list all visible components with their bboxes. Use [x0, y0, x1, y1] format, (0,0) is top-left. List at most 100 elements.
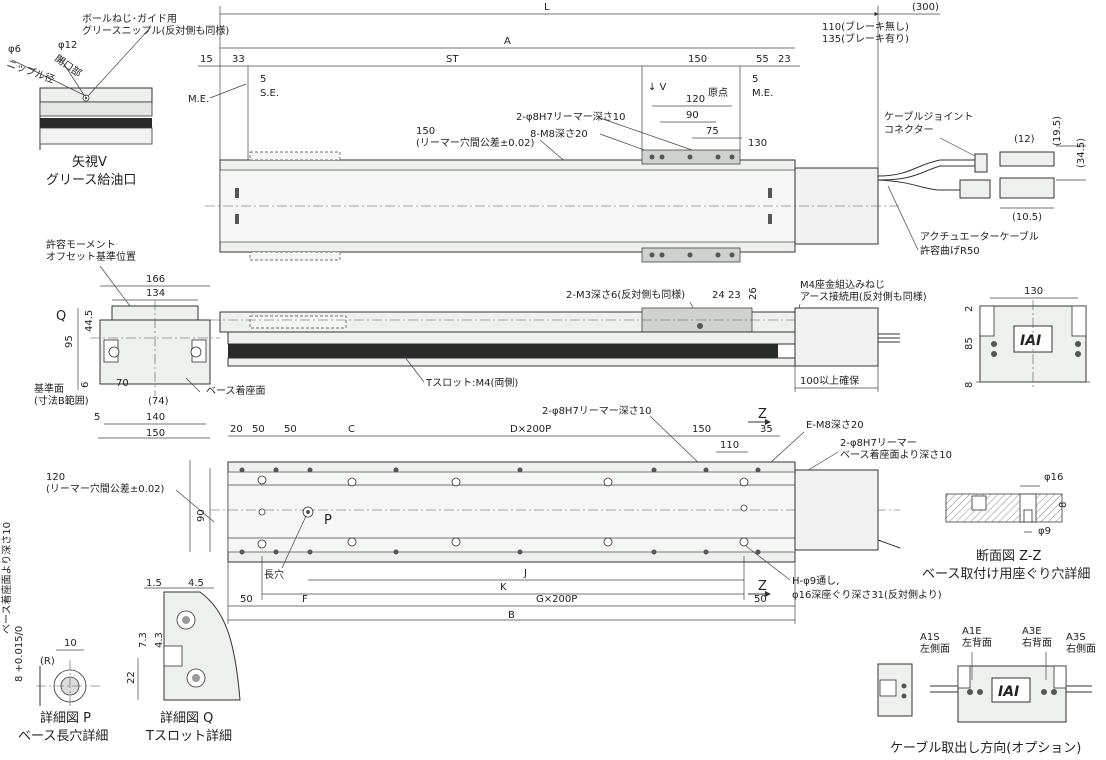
dim-95: 95 — [64, 335, 75, 348]
dim-120: 120 — [686, 94, 705, 105]
me-right-label: M.E. — [752, 88, 773, 99]
dim-44-5: 44.5 — [84, 310, 95, 332]
m4-label: M4座金組込みねじ — [800, 278, 885, 291]
radius-label: (R) — [40, 656, 55, 667]
end-view-left: 許容モーメント オフセット基準位置 166 134 Q 44.5 95 6 70… — [34, 238, 266, 439]
section-zz: φ16 8 φ9 断面図 Z-Z ベース取付け用座ぐり穴詳細 — [922, 472, 1090, 582]
detail-q: 1.5 4.5 7.3 4.3 22 詳細図 Q Tスロット詳細 — [126, 578, 241, 744]
dim-B: B — [508, 610, 515, 621]
dim-300: (300) — [912, 2, 939, 13]
base-seat-label: ベース着座面 — [206, 384, 266, 397]
z-marker-bottom: Z — [758, 579, 767, 594]
m8-label: 8-M8深さ20 — [530, 128, 588, 140]
actuator-cable-label: アクチュエーターケーブル — [920, 230, 1039, 243]
dim-35: 35 — [760, 424, 773, 435]
a1e-label: A1E — [962, 626, 982, 637]
a3s-desc: 右側面 — [1066, 642, 1096, 655]
dim-23: 23 — [778, 54, 791, 65]
dim-150-bottom: 150 — [692, 424, 711, 435]
secure-label: 100以上確保 — [800, 374, 859, 387]
dim-150-side: 150 — [146, 428, 165, 439]
q-marker: Q — [56, 309, 66, 324]
dim-15: 15 — [200, 54, 213, 65]
m3-label: 2-M3深さ6(反対側も同様) — [566, 288, 685, 301]
dim-ST: ST — [446, 54, 459, 65]
dim-L: L — [544, 2, 550, 13]
hole-label-2: φ16深座ぐり深さ31(反対側より) — [792, 588, 942, 601]
dim-33: 33 — [232, 54, 245, 65]
dim-20: 20 — [230, 424, 243, 435]
dim-F: F — [302, 594, 308, 605]
dim-Dx200P: D×200P — [510, 424, 551, 435]
dim-12: (12) — [1014, 134, 1035, 145]
dim-J: J — [523, 568, 527, 579]
dim-5-right: 5 — [752, 74, 758, 85]
dim-5: 5 — [94, 412, 100, 423]
dim-4-3: 4.3 — [154, 632, 165, 648]
me-left-label: M.E. — [188, 94, 209, 105]
dim-1-5: 1.5 — [146, 578, 162, 589]
dim-50-a: 50 — [252, 424, 265, 435]
bottom-view: 2-φ8H7リーマー深さ10 Z 20 50 50 C D×200P 150 3… — [46, 405, 952, 624]
dim-150: 150 — [688, 54, 707, 65]
tol150-label: 150 — [416, 126, 435, 137]
detail-p-caption: 詳細図 P — [40, 710, 91, 726]
brake-none-label: 110(ブレーキ無し) — [822, 20, 909, 33]
dim-19-5: (19.5) — [1052, 116, 1063, 146]
end-view-right: 130 2 85 8 IAI — [964, 286, 1090, 390]
dim-10-5: (10.5) — [1012, 212, 1042, 223]
moment-label-2: オフセット基準位置 — [46, 250, 136, 263]
a1e-desc: 左背面 — [962, 636, 992, 649]
dim-75: 75 — [706, 126, 719, 137]
dim-K: K — [500, 582, 507, 593]
view-v-caption-2: グリース給油口 — [46, 173, 136, 188]
ref-surface-label: 基準面 — [34, 382, 64, 395]
reamer2-label-2: ベース着座面より深さ10 — [840, 448, 952, 461]
a1s-desc: 左側面 — [920, 642, 950, 655]
dim-90: 90 — [686, 110, 699, 121]
dim-6: 6 — [80, 382, 91, 388]
dim-10-detail: 10 — [64, 638, 77, 649]
phi12-label: φ12 — [58, 40, 77, 51]
dim-Gx200P: G×200P — [536, 594, 577, 605]
top-view: L (300) 110(ブレーキ無し) 135(ブレーキ有り) A 15 33 … — [188, 2, 1087, 263]
dim-74: (74) — [148, 396, 169, 407]
slot-label: 長穴 — [264, 568, 284, 581]
tol150-label-2: (リーマー穴間公差±0.02) — [416, 136, 535, 149]
detail-p-depth-label: ベース着座面より深さ10 — [0, 522, 13, 634]
dim-166: 166 — [146, 274, 165, 285]
detail-q-caption-2: Tスロット詳細 — [145, 728, 232, 744]
dim-130: 130 — [748, 138, 767, 149]
dim-50-b: 50 — [284, 424, 297, 435]
grease-nipple-label: ボールねじ･ガイド用 — [82, 13, 177, 25]
cable-joint-label-2: コネクター — [884, 124, 934, 136]
detail-p-tol: 8 +0.015/0 — [14, 626, 25, 682]
tslot-label: Tスロット:M4(両側) — [425, 376, 518, 389]
dim-23-side: 23 — [728, 290, 741, 301]
cable-options: A1S 左側面 A1E 左背面 A3E 右背面 A3S 右側面 IAI ケーブル… — [877, 626, 1096, 756]
section-zz-caption-2: ベース取付け用座ぐり穴詳細 — [922, 566, 1090, 582]
a3e-desc: 右背面 — [1022, 636, 1052, 649]
hole-label: H-φ9通し, — [792, 575, 839, 587]
p-marker: P — [324, 513, 332, 528]
cable-joint-label: ケーブルジョイント — [884, 110, 973, 123]
z-marker-top: Z — [758, 407, 767, 422]
detail-p-caption-2: ベース長穴詳細 — [18, 728, 108, 744]
iai-logo: IAI — [1020, 333, 1041, 349]
tol120-label-2: (リーマー穴間公差±0.02) — [46, 482, 165, 495]
tol120-label: 120 — [46, 472, 65, 483]
dim-8: 8 — [964, 382, 975, 388]
dim-22: 22 — [126, 671, 137, 684]
brake-with-label: 135(ブレーキ有り) — [822, 32, 909, 45]
section-zz-caption: 断面図 Z-Z — [976, 549, 1042, 564]
em8-label: E-M8深さ20 — [806, 419, 864, 431]
actuator-cable-label-2: 許容曲げR50 — [920, 244, 980, 257]
dim-24: 24 — [712, 290, 725, 301]
detail-p: ベース着座面より深さ10 8 +0.015/0 10 (R) 詳細図 P ベース… — [0, 522, 108, 744]
dim-134: 134 — [146, 288, 165, 299]
dim-140: 140 — [146, 412, 165, 423]
a3e-label: A3E — [1022, 626, 1042, 637]
dim-4-5: 4.5 — [188, 578, 204, 589]
dim-55: 55 — [756, 54, 769, 65]
